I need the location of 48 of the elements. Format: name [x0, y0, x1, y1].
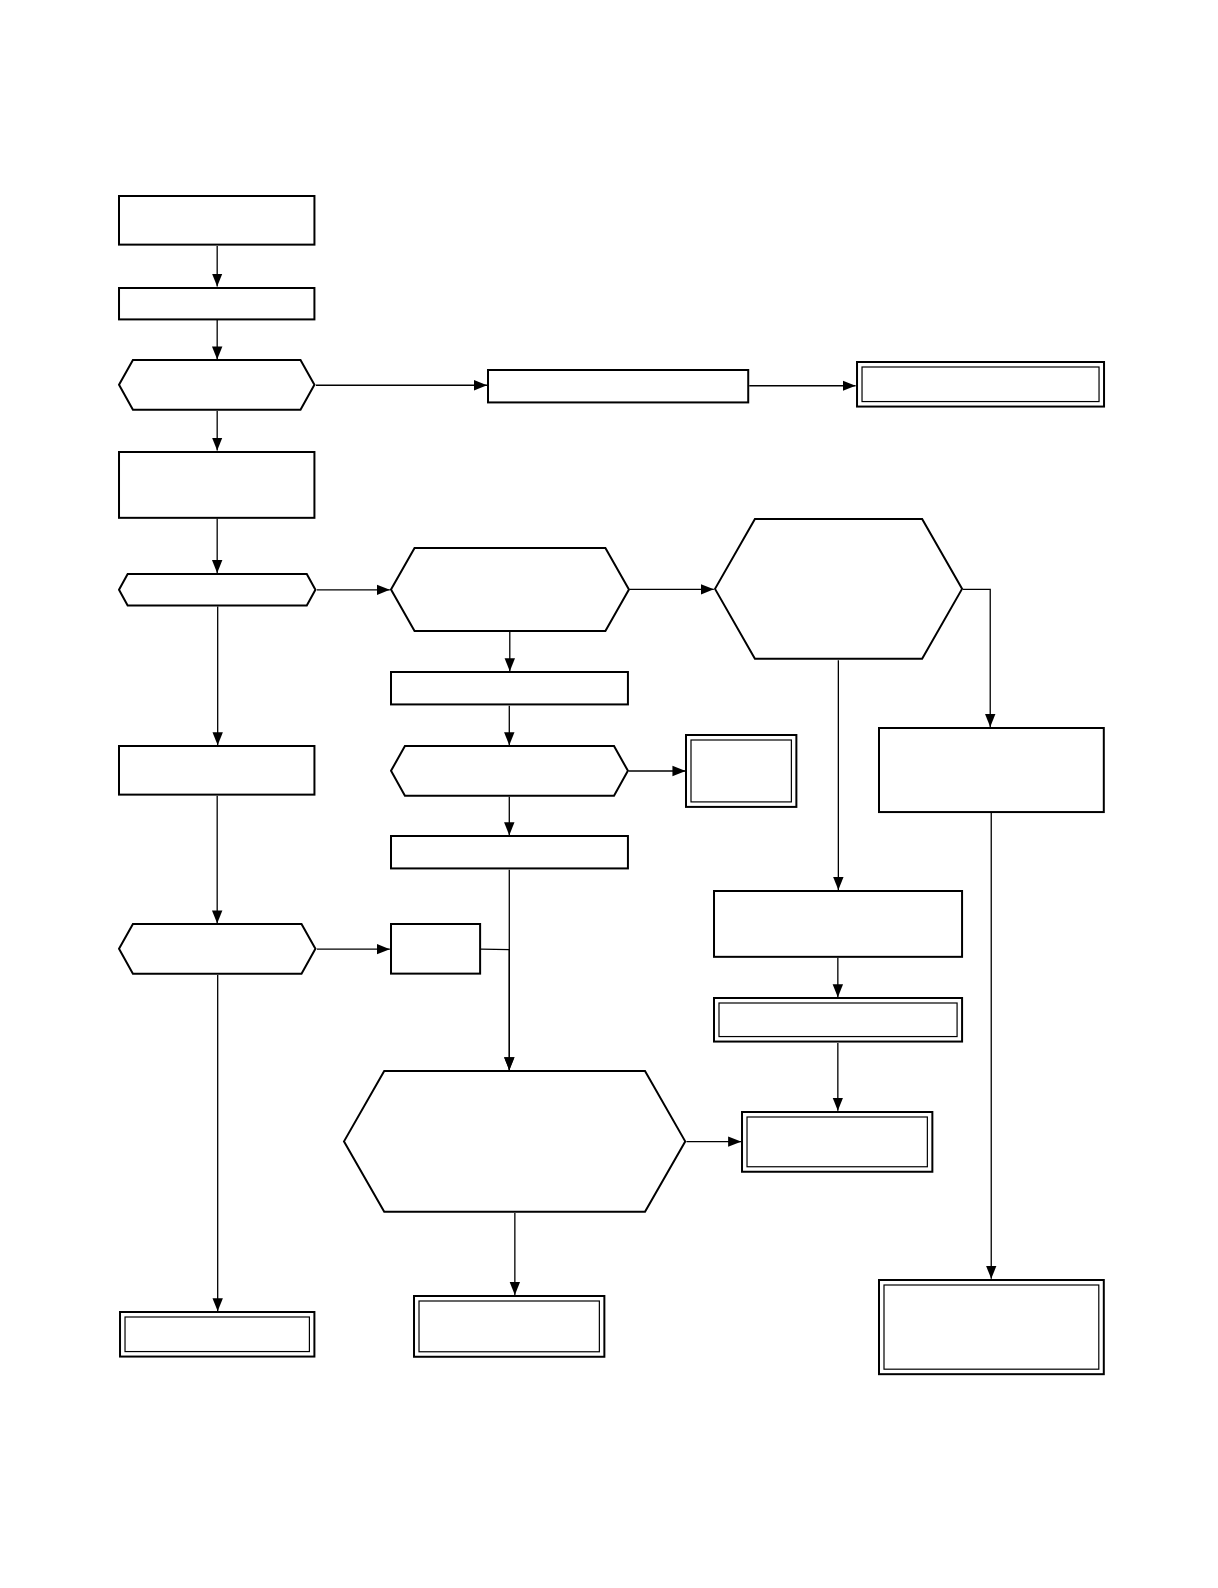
process-box	[389, 671, 629, 706]
decision-hexagon	[713, 518, 963, 661]
arrow	[685, 1136, 742, 1147]
arrow	[509, 1212, 521, 1296]
arrow	[986, 812, 997, 1280]
process-box	[118, 745, 316, 796]
process-box	[118, 450, 316, 519]
process-box	[712, 890, 963, 958]
process-box	[487, 368, 750, 403]
arrow	[962, 588, 996, 728]
arrow	[212, 410, 223, 452]
process-box	[389, 923, 481, 975]
arrow	[504, 705, 515, 746]
arrow	[629, 584, 715, 595]
process-box	[877, 726, 1105, 814]
decision-hexagon	[389, 546, 630, 632]
arrow	[212, 605, 223, 746]
arrow	[832, 1042, 844, 1112]
arrow	[212, 517, 223, 574]
decision-hexagon	[343, 1070, 687, 1213]
terminal-box	[712, 997, 963, 1043]
arrow	[212, 974, 223, 1312]
arrow	[628, 765, 687, 777]
arrow	[504, 796, 515, 836]
arrow	[833, 659, 844, 891]
decision-hexagon	[118, 573, 317, 607]
arrow	[504, 631, 515, 672]
arrow	[212, 245, 223, 288]
arrow	[315, 380, 488, 391]
process-box	[118, 195, 316, 247]
decision-hexagon	[118, 359, 316, 412]
decision-hexagon	[118, 923, 317, 975]
terminal-box	[685, 734, 798, 808]
arrow	[212, 795, 223, 925]
process-box	[389, 835, 629, 870]
arrow	[316, 584, 391, 595]
arrow	[832, 957, 844, 998]
arrow	[212, 319, 223, 361]
arrow	[480, 948, 515, 1071]
terminal-box	[413, 1295, 606, 1358]
terminal-box	[119, 1311, 316, 1358]
arrow	[316, 944, 391, 955]
terminal-box	[877, 1278, 1105, 1375]
decision-hexagon	[389, 745, 629, 797]
terminal-box	[855, 361, 1105, 408]
terminal-box	[741, 1110, 934, 1173]
arrow	[748, 380, 857, 391]
process-box	[118, 286, 316, 320]
